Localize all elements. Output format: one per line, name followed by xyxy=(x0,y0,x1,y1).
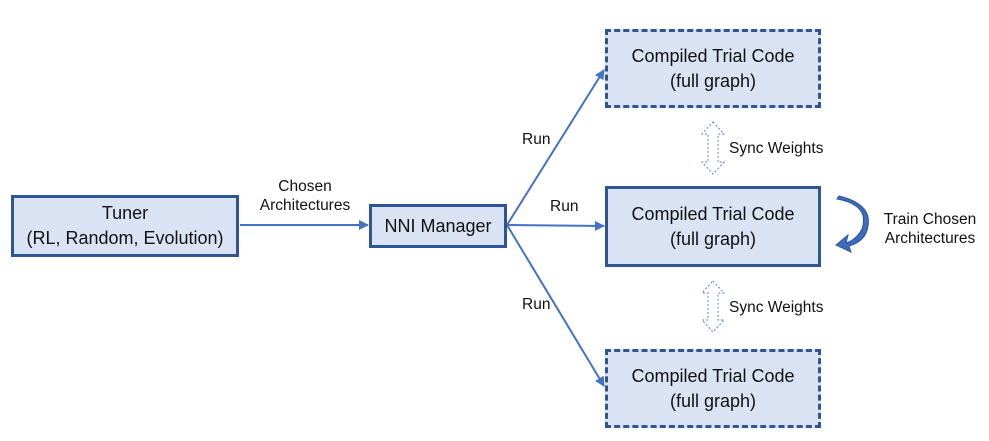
run-label-middle: Run xyxy=(550,198,579,215)
nni-manager-title: NNI Manager xyxy=(384,215,492,236)
arrow-manager-to-trial-middle xyxy=(506,220,605,231)
train-chosen-architectures-label: Train Chosen Architectures xyxy=(874,210,986,248)
trial-box-middle: Compiled Trial Code (full graph) xyxy=(605,186,821,267)
nni-manager-box: NNI Manager xyxy=(369,204,507,248)
arrow-manager-to-trial-bottom xyxy=(506,224,605,387)
train-label-line2: Architectures xyxy=(884,230,976,247)
run-label-top: Run xyxy=(522,131,551,148)
trial-middle-line2: (full graph) xyxy=(669,228,757,249)
sync-weights-label-lower: Sync Weights xyxy=(729,299,824,316)
run-label-bottom: Run xyxy=(522,296,551,313)
tuner-box: Tuner (RL, Random, Evolution) xyxy=(11,195,239,257)
trial-middle-line1: Compiled Trial Code xyxy=(631,203,795,224)
sync-arrow-lower-icon xyxy=(700,280,726,333)
sync-arrow-upper-icon xyxy=(700,121,726,175)
tuner-subtitle: (RL, Random, Evolution) xyxy=(26,228,224,248)
train-label-line1: Train Chosen xyxy=(883,211,977,228)
trial-box-bottom: Compiled Trial Code (full graph) xyxy=(605,349,821,428)
tuner-title: Tuner xyxy=(101,203,149,223)
edge-label-line2: Architectures xyxy=(259,197,351,214)
sync-weights-label-upper: Sync Weights xyxy=(729,140,824,157)
trial-box-top: Compiled Trial Code (full graph) xyxy=(605,29,821,108)
edge-label-line1: Chosen xyxy=(278,178,332,195)
trial-top-line2: (full graph) xyxy=(669,70,757,91)
train-loop-arrow-icon xyxy=(835,195,869,253)
edge-label-chosen-architectures: Chosen Architectures xyxy=(250,177,360,215)
trial-top-line1: Compiled Trial Code xyxy=(631,45,795,66)
trial-bottom-line2: (full graph) xyxy=(669,390,757,411)
trial-bottom-line1: Compiled Trial Code xyxy=(631,365,795,386)
arrow-manager-to-trial-top xyxy=(506,69,605,226)
